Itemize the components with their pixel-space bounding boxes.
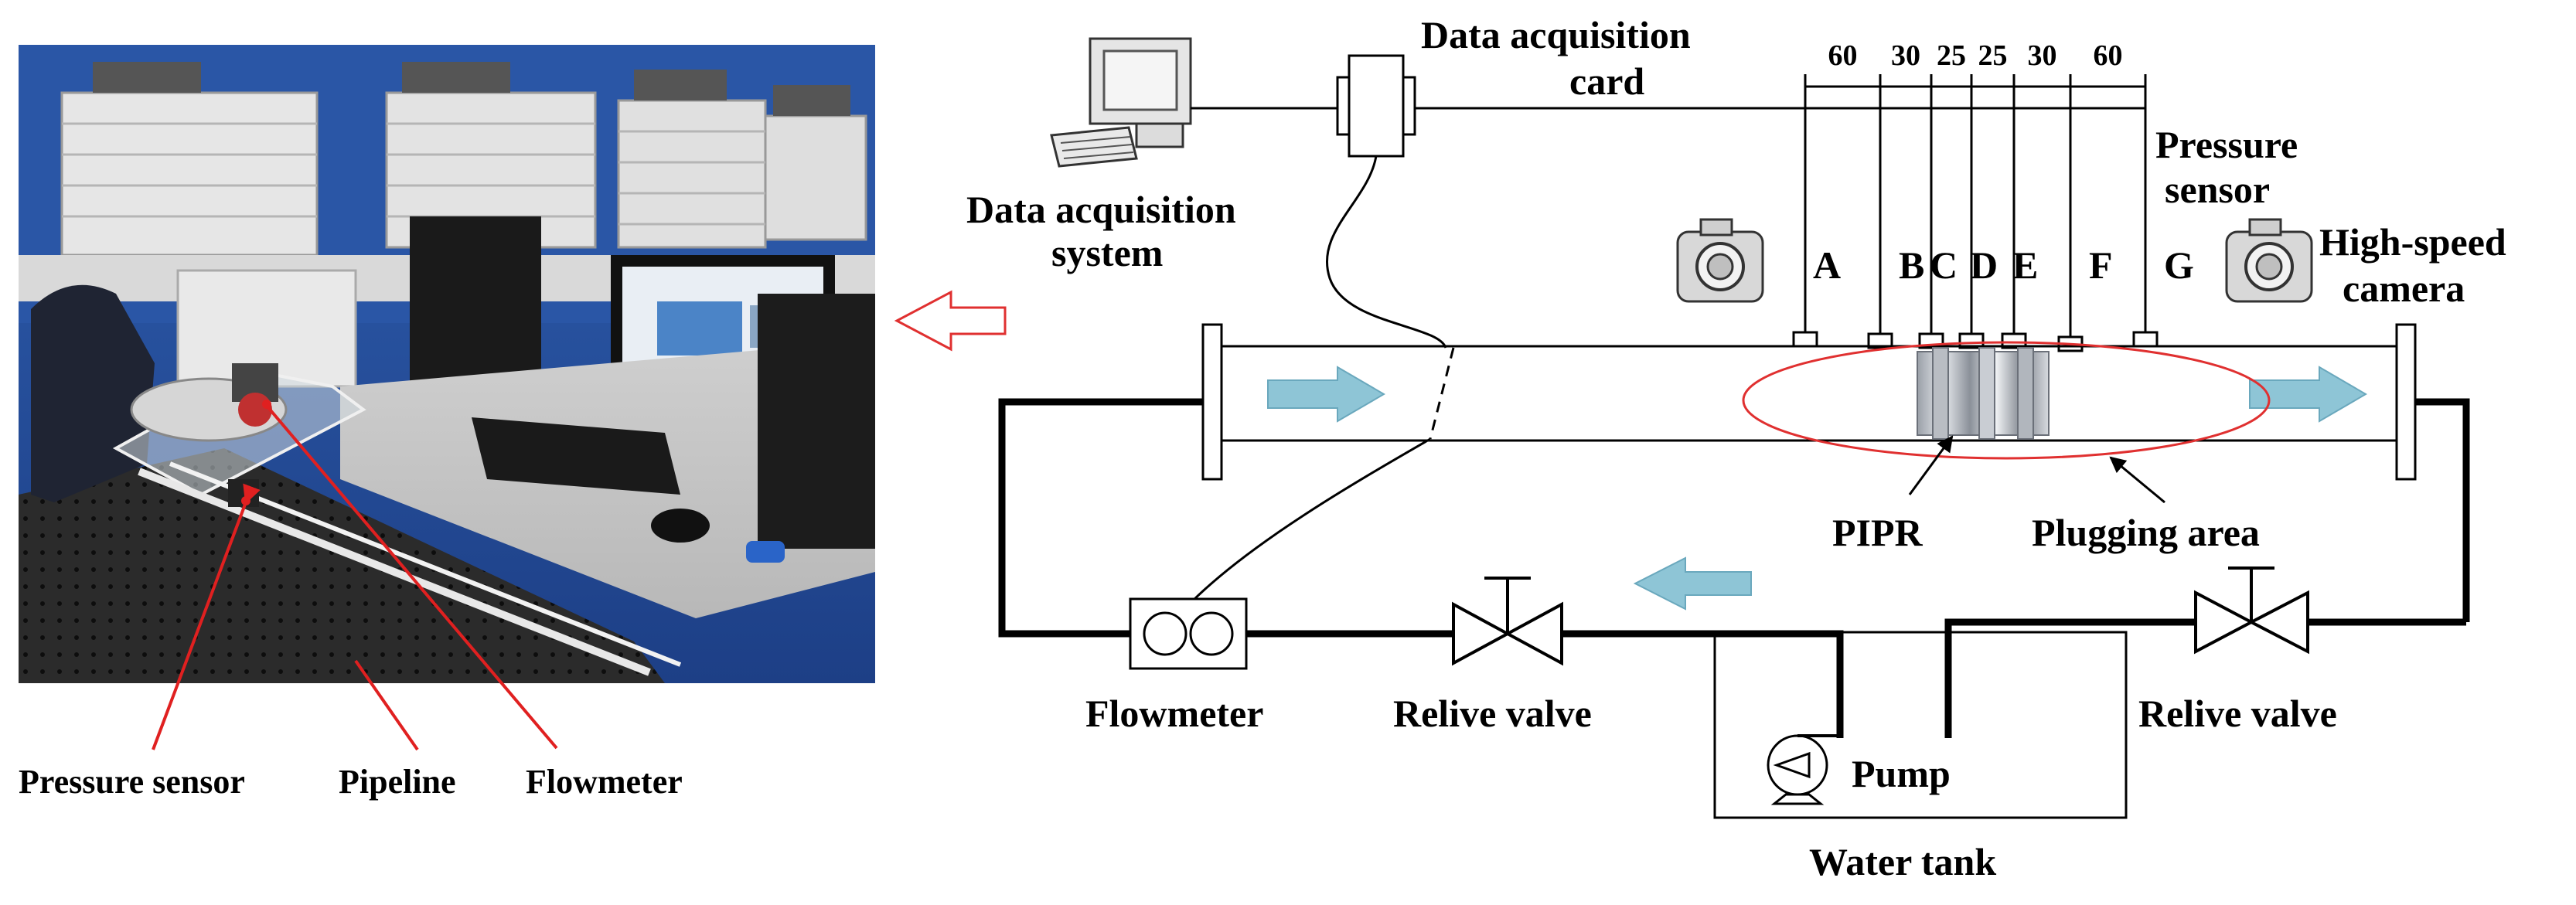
pipe-flange-left [1201,323,1223,481]
pointer-pressure-sensor [152,483,261,750]
dimension-label: 30 [1891,39,1920,72]
return-loop-pipe [998,398,2470,738]
label-high-speed-camera-2: camera [2343,267,2465,310]
label-data-acquisition-system-2: system [1051,231,1163,274]
pressure-tap-e [2001,332,2027,349]
wire-daq-pipe [1325,155,1447,349]
label-daq-card-2: card [1569,60,1644,103]
pressure-tap-a [1792,331,1818,348]
flowmeter-icon [1129,597,1248,670]
sensor-label-e: E [2012,243,2038,287]
label-flowmeter: Flowmeter [1085,692,1263,735]
sensor-taps [1792,331,2159,352]
pressure-tap-d [1958,332,1985,349]
pointer-pipeline [354,659,419,751]
label-relive-valve-right: Relive valve [2138,692,2337,735]
camera-icon-right [2225,218,2313,303]
sensor-label-b: B [1899,243,1924,287]
pointer-flowmeter [265,404,558,750]
water-tank [1713,631,2128,819]
photo-red-valve [238,393,272,427]
wire-pipe-flowmeter [1189,437,1431,604]
label-pipr: PIPR [1832,511,1923,554]
pressure-tap-b [1867,332,1893,349]
photo-label-pipeline: Pipeline [339,763,456,801]
dimension-line [1804,74,2147,99]
sensor-label-c: C [1930,243,1958,287]
label-data-acquisition-system-1: Data acquisition [966,188,1236,231]
flow-arrow-return [1633,556,1752,611]
label-pump: Pump [1852,752,1951,795]
test-pipe [1201,323,2417,481]
pointer-plugging-area [2109,456,2165,504]
label-daq-card-1: Data acquisition [1421,13,1691,56]
camera-icon-left [1676,218,1764,303]
dimension-label: 60 [1828,39,1858,72]
dimension-labels: 60 30 25 25 30 60 [1828,39,2123,72]
label-relive-valve-left: Relive valve [1393,692,1592,735]
sensor-label-f: F [2089,243,2113,287]
photo-mouse [651,509,710,543]
sensor-lines [1804,74,2147,337]
plugging-area-ellipse [1742,341,2271,460]
sensor-label-d: D [1970,243,1998,287]
photo-blue-object [746,541,785,563]
pipr-robot [1917,347,2050,440]
label-pressure-sensor-1: Pressure [2155,123,2298,166]
photo-label-pressure-sensor: Pressure sensor [19,763,245,801]
pointer-pipr [1908,435,1954,495]
dimension-label: 30 [2028,39,2057,72]
transfer-arrow-icon [894,290,1007,352]
flow-arrow-outlet [2249,366,2367,423]
photo-keyboard [472,417,680,495]
lab-photo [19,45,875,751]
daq-card-icon [1336,54,1416,158]
pump-icon [1767,734,1840,805]
photo-optical-table [19,448,665,683]
sensor-label-a: A [1813,243,1841,287]
dimension-label: 60 [2094,39,2123,72]
dimension-label: 25 [1978,39,2008,72]
sensor-label-g: G [2164,243,2194,287]
dimension-label: 25 [1937,39,1966,72]
label-plugging-area: Plugging area [2032,511,2260,554]
label-water-tank: Water tank [1809,840,1996,883]
relive-valve-right-icon [2194,566,2309,655]
label-high-speed-camera-1: High-speed [2319,220,2506,264]
photo-right-tower [758,294,875,549]
pipe-joint-dashed [1429,347,1455,440]
pressure-tap-g [2132,331,2159,348]
flow-arrow-inlet [1267,366,1385,423]
label-pressure-sensor-2: sensor [2165,168,2270,211]
photo-label-flowmeter: Flowmeter [526,763,683,801]
relive-valve-left-icon [1452,577,1563,666]
pipe-flange-right [2395,323,2417,481]
computer-icon [1050,37,1192,168]
